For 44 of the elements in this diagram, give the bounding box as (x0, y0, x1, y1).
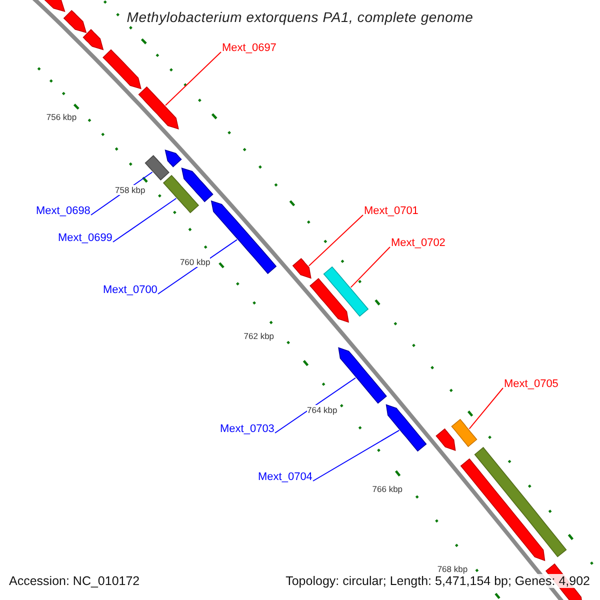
scale-label: 764 kbp (306, 405, 338, 416)
scale-label: 768 kbp (437, 564, 468, 574)
gene-label: Mext_0705 (504, 378, 558, 390)
title: Methylobacterium extorquens PA1, complete genome (126, 9, 474, 25)
scale-label: 762 kbp (244, 330, 274, 341)
gene-label: Mext_0699 (58, 232, 112, 244)
leader-line (274, 377, 356, 434)
leader-line (312, 430, 400, 482)
gene-bar (474, 446, 567, 558)
gene-feature (386, 404, 427, 452)
scale-label: 766 kbp (372, 484, 403, 494)
gene-bar (162, 174, 200, 214)
gene-feature (63, 10, 87, 34)
gene-feature (164, 150, 182, 168)
gene-label: Mext_0697 (222, 42, 276, 54)
gene-feature (138, 86, 179, 130)
gene-label: Mext_0703 (220, 423, 274, 435)
leader-line (165, 52, 222, 106)
gene-label: Mext_0704 (258, 471, 312, 483)
gene-feature (436, 428, 456, 451)
gene-label: Mext_0698 (36, 205, 90, 217)
gene-label: Mext_0702 (391, 237, 446, 249)
gene-feature (310, 278, 349, 323)
gene-feature (460, 458, 546, 562)
leader-line (112, 198, 177, 242)
gene-label: Mext_0700 (103, 284, 158, 296)
gene-label: Mext_0701 (364, 205, 418, 217)
gene-feature (102, 49, 142, 90)
scale-label: 760 kbp (180, 257, 210, 268)
scale-label: 756 kbp (46, 112, 77, 122)
gene-feature (338, 347, 387, 404)
gene-bar (451, 418, 478, 448)
genome-summary: Topology: circular; Length: 5,471,154 bp; Genes: 4,902 (286, 574, 590, 588)
gene-feature (210, 200, 277, 274)
gene-bar (323, 266, 369, 317)
scale-label: 758 kbp (115, 184, 146, 195)
gene-feature (181, 168, 214, 202)
gene-feature (292, 258, 312, 279)
leader-line (468, 388, 504, 430)
accession-label: Accession: NC_010172 (9, 574, 140, 588)
gene-feature (82, 29, 104, 50)
leader-line (350, 246, 390, 288)
leader-line (308, 214, 364, 266)
gene-bar (144, 155, 170, 180)
